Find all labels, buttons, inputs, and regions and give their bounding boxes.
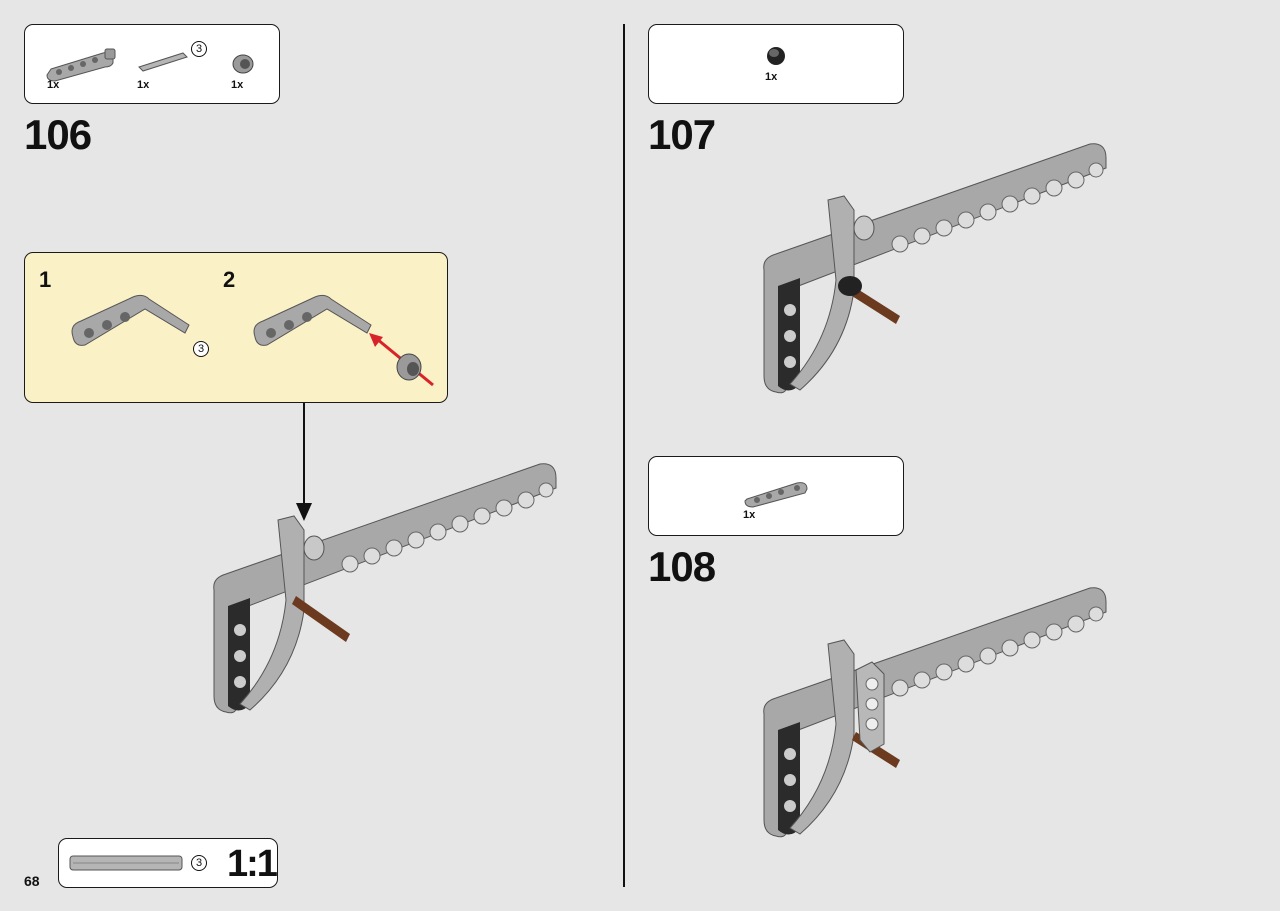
parts-box-step-106: 1x 3 1x 1x <box>24 24 280 104</box>
page-divider <box>623 24 625 887</box>
callout-arrow-icon <box>296 403 312 521</box>
bush-icon <box>232 54 254 74</box>
model-step-108 <box>763 587 1107 838</box>
ruler-length-badge: 3 <box>191 855 207 871</box>
part-qty: 1x <box>137 79 150 91</box>
axle-length-badge: 3 <box>191 41 207 57</box>
red-insert-arrow-icon <box>369 333 434 387</box>
part-qty: 1x <box>47 79 60 91</box>
axle-length-badge: 3 <box>193 341 209 357</box>
model-step-106 <box>213 463 557 714</box>
liftarm-l-shape-icon <box>46 48 116 82</box>
substep-number: 2 <box>223 267 236 292</box>
axle-ruler-icon <box>69 855 183 871</box>
scale-label: 1:1 <box>227 843 278 885</box>
scale-ruler-box: 3 1:1 <box>58 838 278 888</box>
part-qty: 1x <box>231 79 244 91</box>
axle-icon <box>138 52 188 72</box>
liftarm-thin-icon <box>744 482 808 508</box>
part-qty: 1x <box>743 509 756 521</box>
model-step-107 <box>763 143 1107 394</box>
step-number-106: 106 <box>24 111 92 158</box>
page-number: 68 <box>24 873 40 889</box>
parts-box-step-108: 1x <box>648 456 904 536</box>
step-number-108: 108 <box>648 543 716 590</box>
substep-callout: 1 3 2 <box>24 252 448 403</box>
substep-number: 1 <box>39 267 52 292</box>
step-number-107: 107 <box>648 111 716 158</box>
liftarm-with-axle-icon <box>253 294 372 346</box>
black-bush-icon <box>767 47 785 65</box>
liftarm-with-axle-icon <box>71 294 190 346</box>
parts-box-step-107: 1x <box>648 24 904 104</box>
part-qty: 1x <box>765 71 778 83</box>
